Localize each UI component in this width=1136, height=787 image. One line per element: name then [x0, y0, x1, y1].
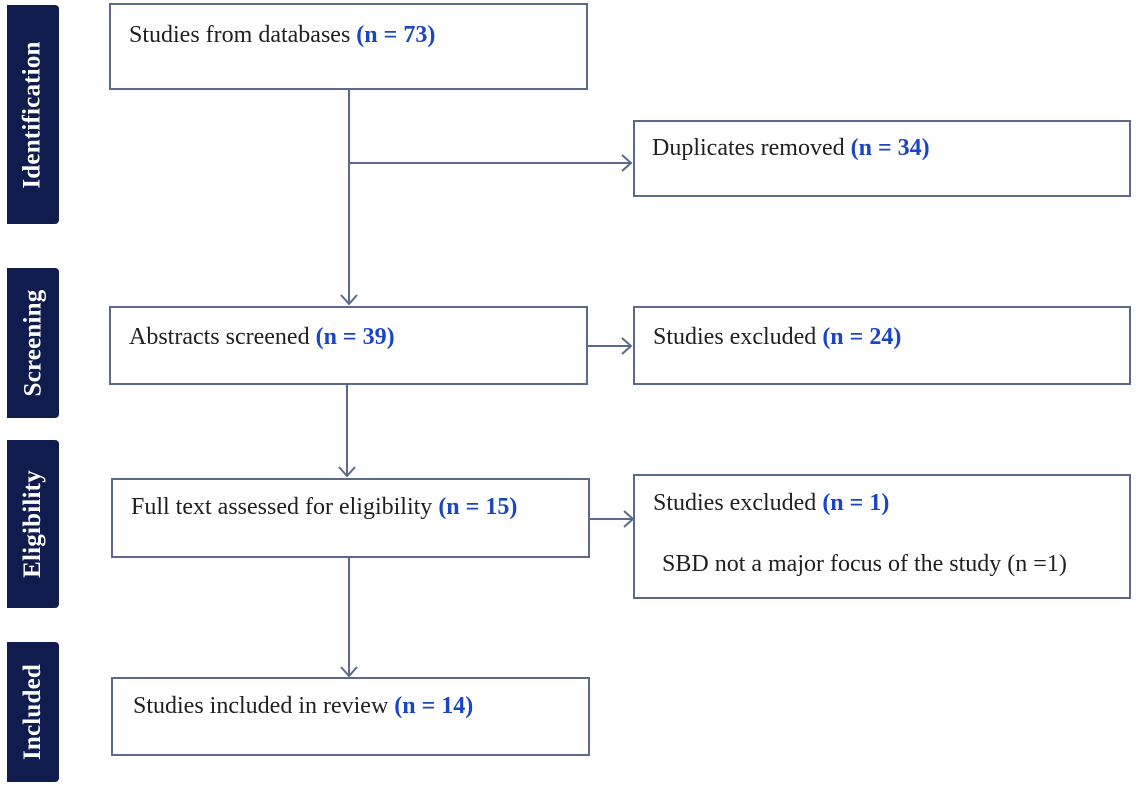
abstracts-count: (n = 39) [315, 324, 395, 350]
box-studies-excluded-eligibility: Studies excluded (n = 1) SBD not a major… [633, 474, 1131, 599]
stage-screening: Screening [7, 268, 59, 418]
duplicates-count: (n = 34) [850, 135, 930, 161]
duplicates-text: Duplicates removed [652, 135, 845, 161]
excluded-screening-text: Studies excluded [653, 324, 817, 350]
included-count: (n = 14) [394, 693, 474, 719]
box-abstracts-screened: Abstracts screened (n = 39) [109, 306, 588, 385]
databases-text: Studies from databases [129, 22, 351, 48]
box-studies-excluded-screening: Studies excluded (n = 24) [633, 306, 1131, 385]
fulltext-text: Full text assessed for eligibility [131, 494, 433, 520]
stage-eligibility: Eligibility [7, 440, 59, 608]
included-text: Studies included in review [133, 693, 389, 719]
box-studies-included: Studies included in review (n = 14) [111, 677, 590, 756]
databases-count: (n = 73) [356, 22, 436, 48]
excluded-eligibility-reason: SBD not a major focus of the study (n =1… [662, 551, 1067, 577]
fulltext-count: (n = 15) [438, 494, 518, 520]
abstracts-text: Abstracts screened [129, 324, 310, 350]
box-full-text-assessed: Full text assessed for eligibility (n = … [111, 478, 590, 558]
excluded-eligibility-text: Studies excluded [653, 490, 817, 516]
excluded-screening-count: (n = 24) [822, 324, 902, 350]
excluded-eligibility-count: (n = 1) [822, 490, 890, 516]
stage-identification: Identification [7, 5, 59, 224]
box-studies-from-databases: Studies from databases (n = 73) [109, 3, 588, 90]
box-duplicates-removed: Duplicates removed (n = 34) [633, 120, 1131, 197]
stage-included: Included [7, 642, 59, 782]
